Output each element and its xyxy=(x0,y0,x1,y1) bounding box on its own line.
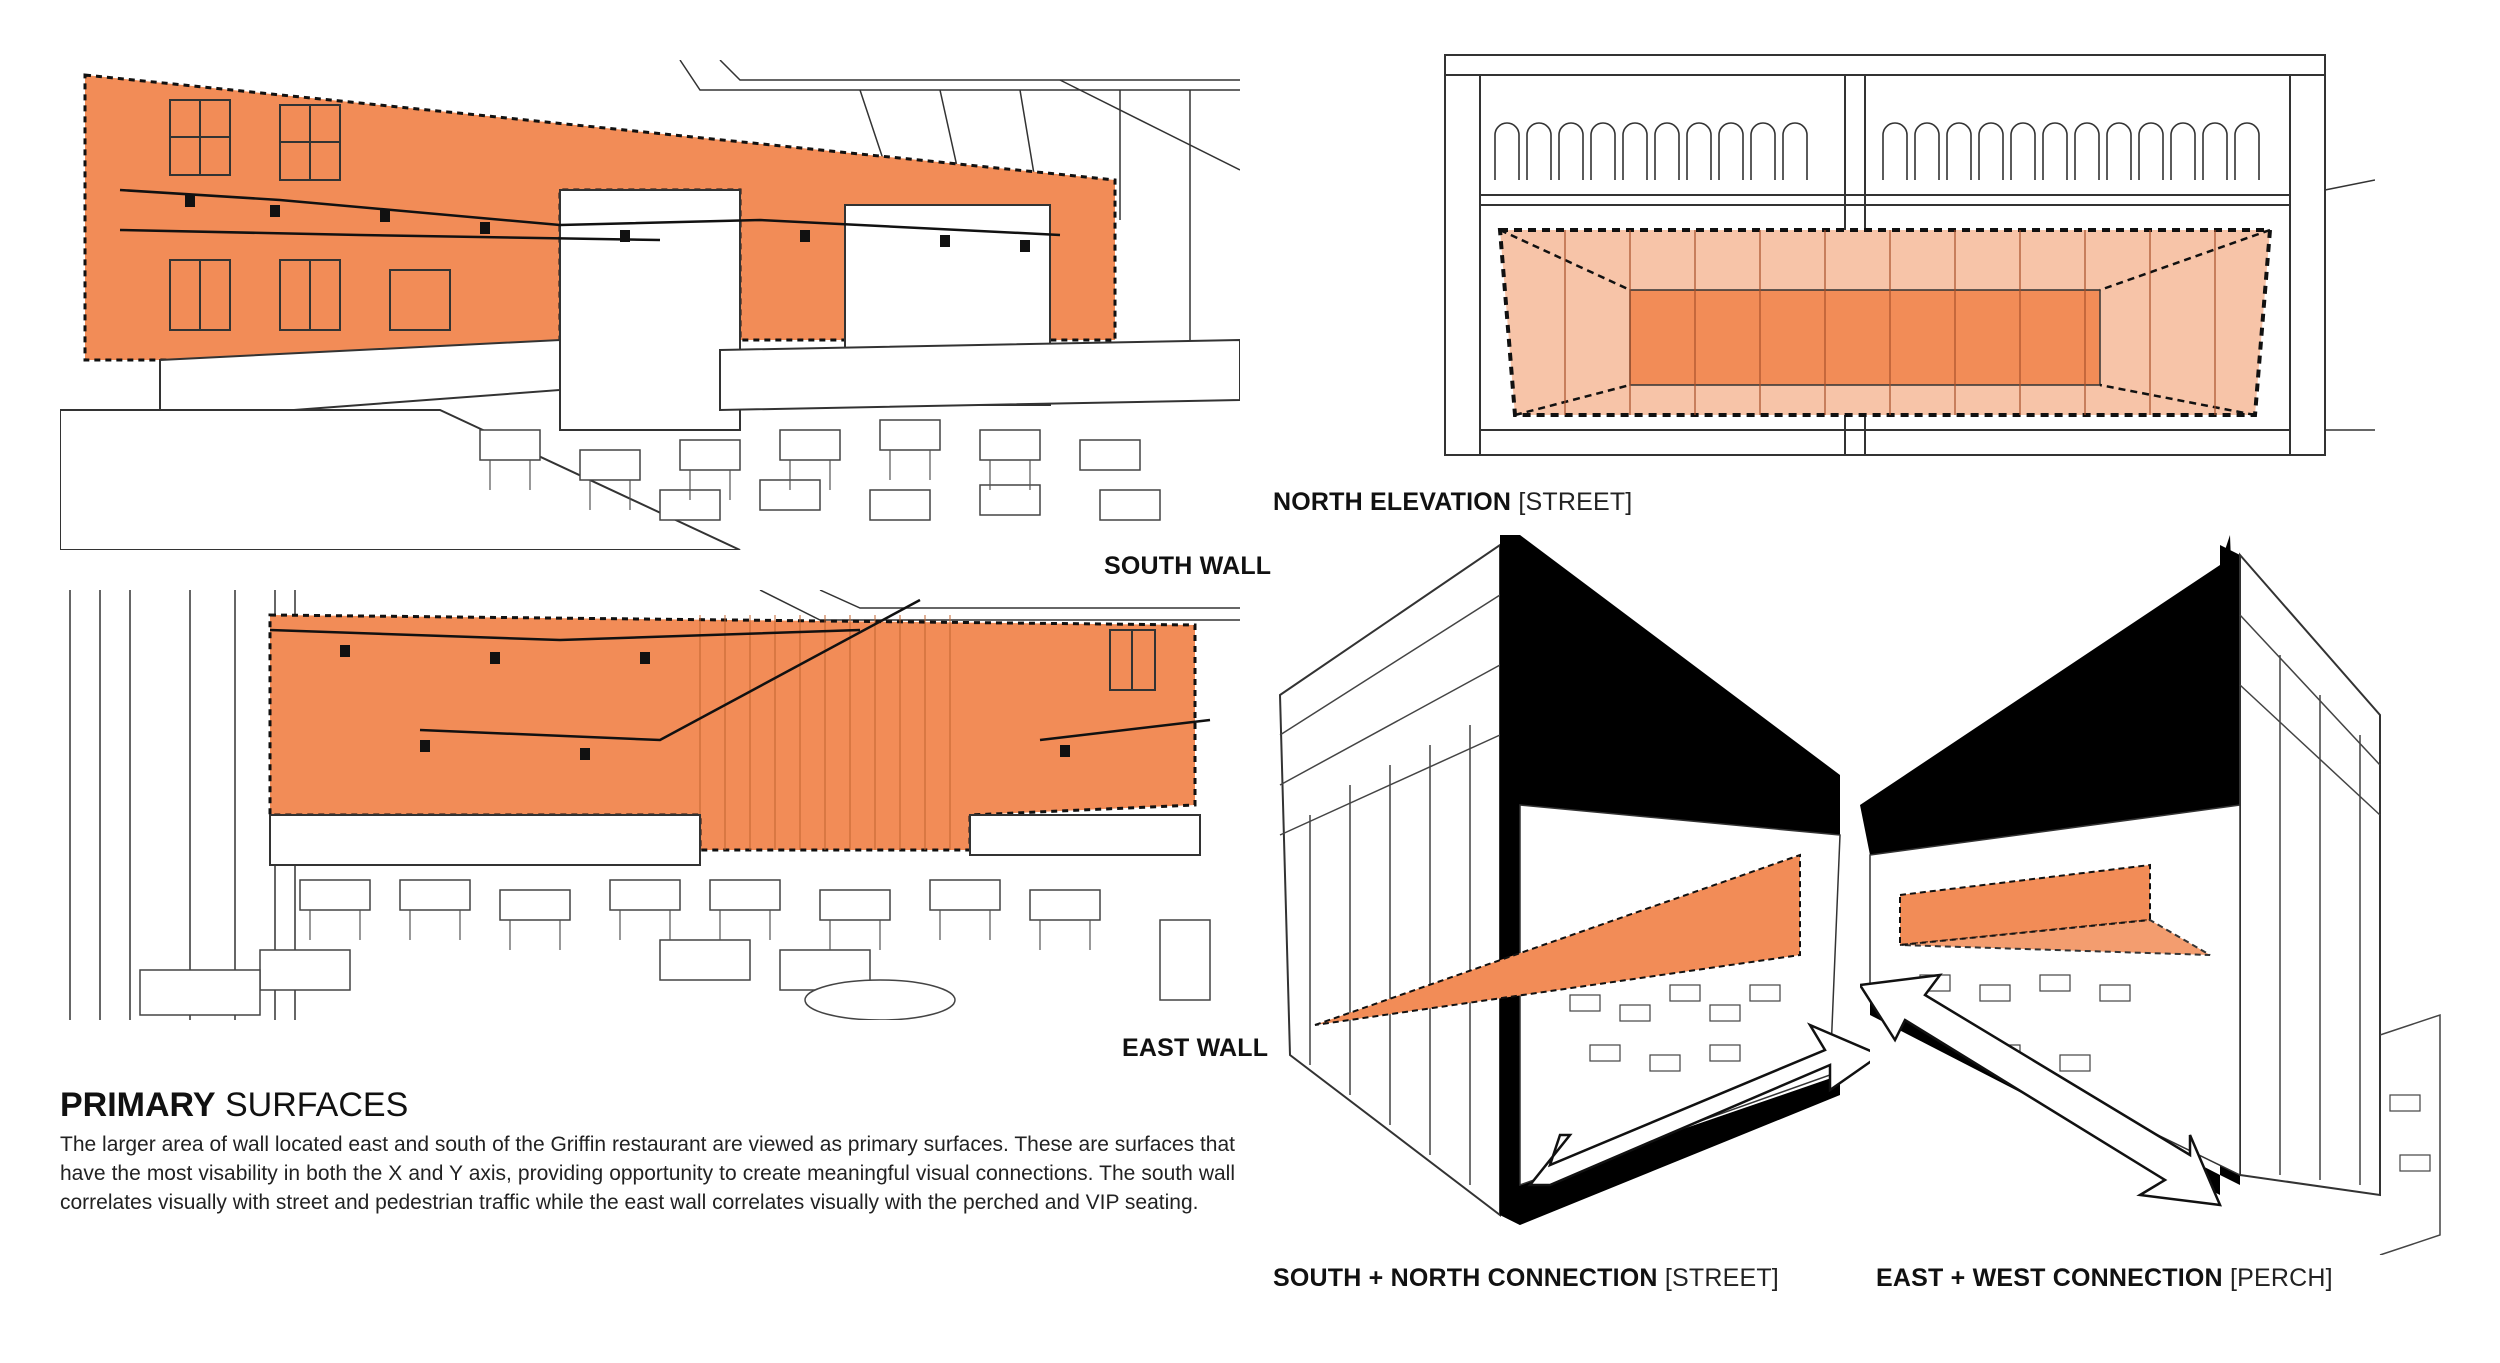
section-description: The larger area of wall located east and… xyxy=(60,1133,1235,1214)
south-wall-svg xyxy=(60,60,1240,550)
east-west-caption: EAST + WEST CONNECTION [PERCH] xyxy=(1876,1264,2333,1293)
east-west-label: EAST + WEST CONNECTION xyxy=(1876,1264,2223,1292)
north-elevation-label: NORTH ELEVATION xyxy=(1273,488,1512,516)
south-north-caption: SOUTH + NORTH CONNECTION [STREET] xyxy=(1273,1264,1779,1293)
south-north-arrow xyxy=(1527,1022,1870,1187)
east-wall-label: EAST WALL xyxy=(1122,1034,1269,1062)
south-north-label: SOUTH + NORTH CONNECTION xyxy=(1273,1264,1658,1292)
east-west-section-svg xyxy=(1860,535,2441,1255)
north-elevation-caption: NORTH ELEVATION [STREET] xyxy=(1273,488,1632,517)
east-west-tag: [PERCH] xyxy=(2229,1264,2333,1292)
east-west-arrow xyxy=(1860,973,2223,1207)
south-north-tag: [STREET] xyxy=(1664,1264,1779,1292)
sightline-surface-2 xyxy=(1899,863,2151,947)
south-north-section-svg xyxy=(1278,535,1870,1225)
east-west-section-drawing xyxy=(1860,535,2460,1255)
east-wall-drawing xyxy=(60,590,1240,1020)
east-wall-caption: EAST WALL xyxy=(1122,1034,1268,1063)
section-title: PRIMARY SURFACES xyxy=(60,1086,408,1125)
section-title-light: SURFACES xyxy=(224,1086,409,1124)
east-wall-svg xyxy=(69,590,1240,1020)
section-cut-slab-2 xyxy=(1860,535,2240,855)
south-wall-label: SOUTH WALL xyxy=(1104,552,1272,580)
north-elevation-svg xyxy=(1444,54,2375,456)
section-cut-slab xyxy=(1500,535,1840,835)
north-elevation-tag: [STREET] xyxy=(1518,488,1633,516)
sightline-surface xyxy=(1314,853,1801,1026)
south-wall-drawing xyxy=(60,60,1240,550)
section-title-bold: PRIMARY xyxy=(60,1086,216,1124)
north-interior-surface xyxy=(1629,289,2101,386)
south-wall-caption: SOUTH WALL xyxy=(1104,552,1271,581)
south-north-section-drawing xyxy=(1270,535,1870,1225)
north-elevation-drawing xyxy=(1405,50,2375,470)
